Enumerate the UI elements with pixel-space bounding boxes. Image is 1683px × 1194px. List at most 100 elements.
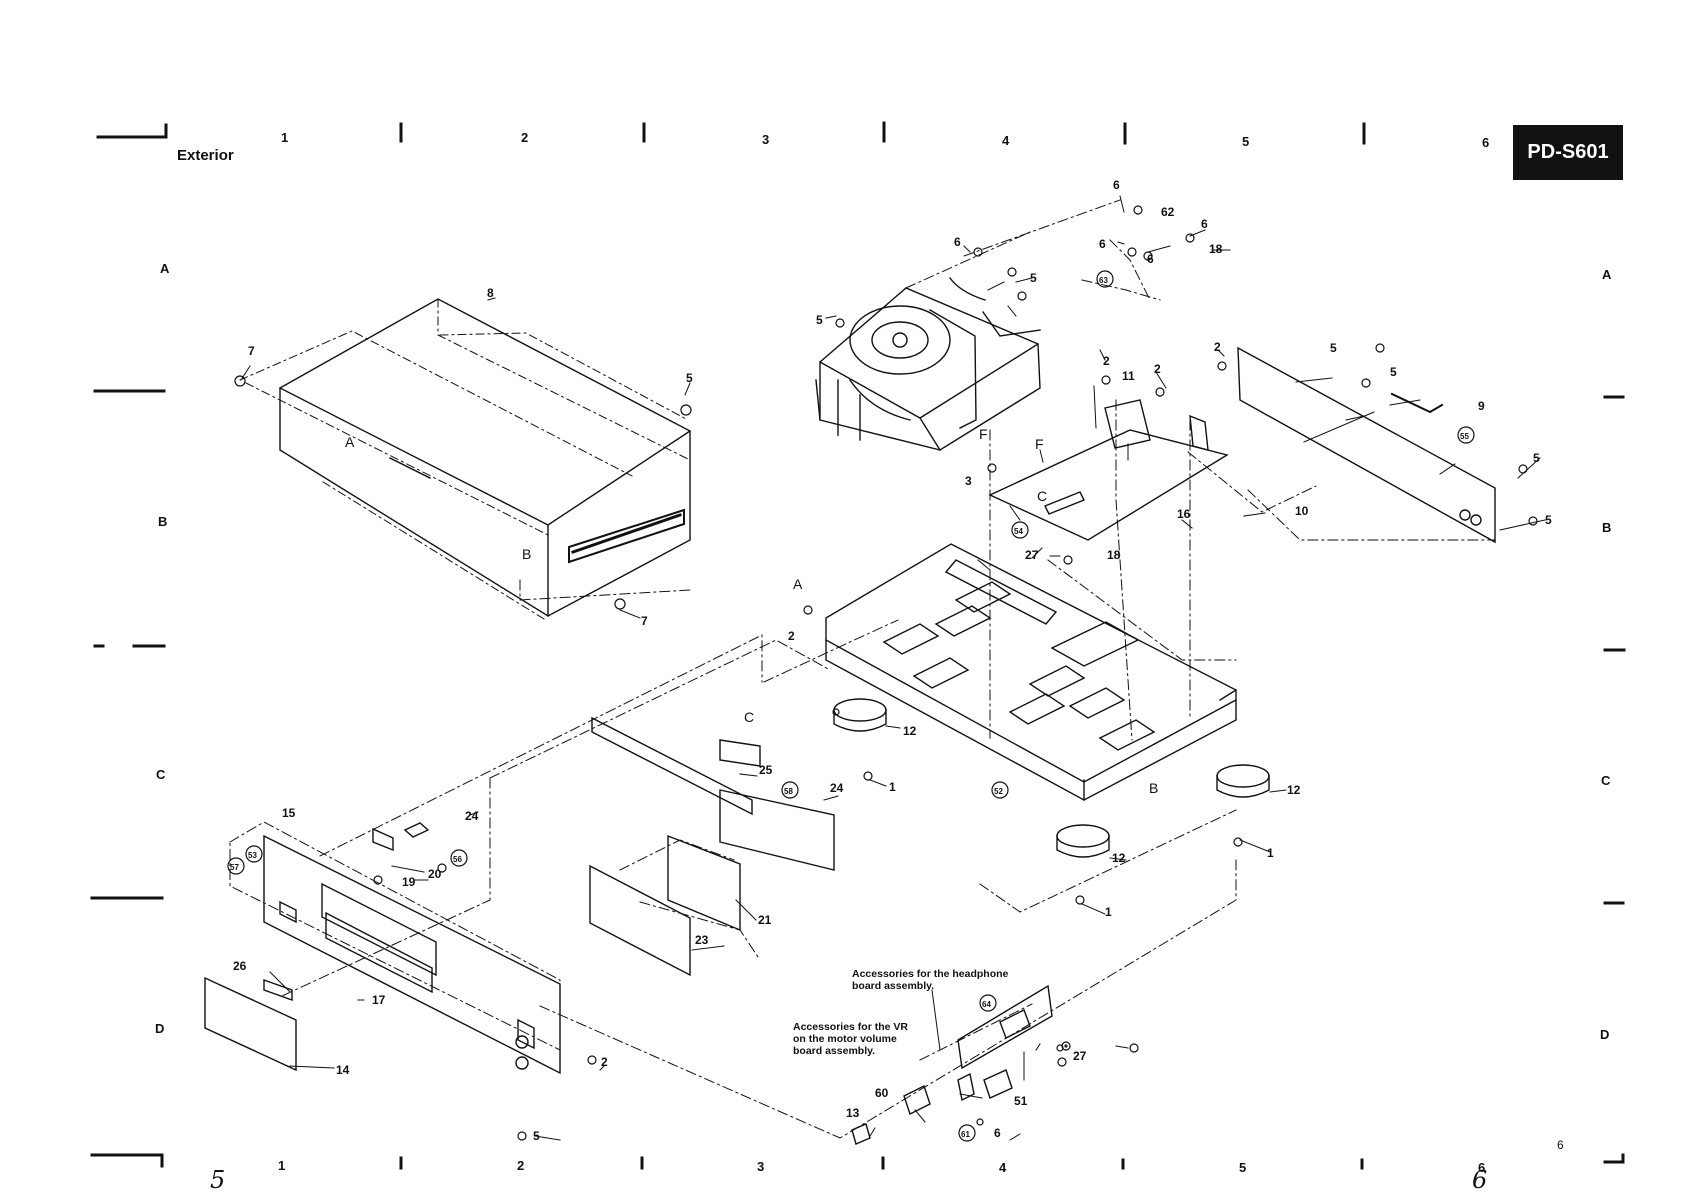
rear-panel bbox=[1237, 346, 1496, 544]
page-number-left: 5 bbox=[210, 1166, 226, 1194]
col-label-4: 4 bbox=[1002, 133, 1010, 148]
part-12-left: 12 bbox=[903, 724, 917, 738]
part-13: 13 bbox=[846, 1106, 860, 1120]
part-5-rear-bottom: 5 bbox=[1545, 513, 1552, 527]
part-2-board-left: 2 bbox=[1103, 354, 1110, 368]
row-label-right-a: A bbox=[1602, 267, 1612, 282]
col-label-6: 6 bbox=[1482, 135, 1490, 150]
disc-loader-mechanism bbox=[815, 277, 1041, 451]
col-label-bottom-4: 4 bbox=[999, 1160, 1007, 1175]
part-60: 60 bbox=[875, 1086, 889, 1100]
connector-a-cover: A bbox=[345, 434, 355, 450]
row-label-right-d: D bbox=[1600, 1027, 1610, 1042]
model-badge: PD-S601 bbox=[1513, 125, 1623, 180]
part-5-rear-right: 5 bbox=[1533, 451, 1540, 465]
note-vr-line3: board assembly. bbox=[793, 1045, 876, 1057]
note-vr-line2: on the motor volume bbox=[793, 1033, 897, 1045]
part-57: 57 bbox=[230, 863, 239, 872]
part-8: 8 bbox=[487, 286, 494, 300]
part-6-left: 6 bbox=[1099, 237, 1106, 251]
part-11: 11 bbox=[1122, 369, 1135, 383]
part-6-mid: 6 bbox=[1147, 252, 1154, 266]
col-label-bottom-5: 5 bbox=[1239, 1160, 1247, 1175]
row-label-right-b: B bbox=[1602, 520, 1612, 535]
part-23: 23 bbox=[695, 933, 709, 947]
part-2-chassis: 2 bbox=[788, 629, 795, 643]
part-7-bottom: 7 bbox=[641, 614, 648, 628]
control-boards bbox=[372, 716, 835, 977]
part-21: 21 bbox=[758, 913, 772, 927]
feet bbox=[833, 698, 1270, 858]
part-12-right: 12 bbox=[1287, 783, 1301, 797]
row-label-b: B bbox=[158, 514, 168, 529]
circled-part-markers bbox=[227, 270, 1475, 1142]
part-5-cover: 5 bbox=[686, 371, 693, 385]
connector-f-loader: F bbox=[979, 426, 988, 442]
note-headphone-accessories: Accessories for the headphone board asse… bbox=[852, 968, 1008, 992]
part-6-loader: 6 bbox=[954, 235, 961, 249]
part-54: 54 bbox=[1014, 527, 1023, 536]
registration-marks bbox=[90, 121, 1626, 1170]
connector-b-cover: B bbox=[522, 546, 531, 562]
part-6-headphone: 6 bbox=[994, 1126, 1001, 1140]
part-52: 52 bbox=[994, 787, 1003, 796]
part-1-left: 1 bbox=[889, 780, 896, 794]
col-label-5: 5 bbox=[1242, 134, 1250, 149]
part-number-labels: 8 7 5 7 6 62 6 6 6 18 6 5 5 2 11 2 2 5 5… bbox=[230, 178, 1552, 1143]
part-5-loader-right: 5 bbox=[1030, 271, 1037, 285]
col-label-3: 3 bbox=[762, 132, 770, 147]
headphone-vr-accessories bbox=[851, 984, 1053, 1145]
part-55: 55 bbox=[1460, 432, 1469, 441]
part-61: 61 bbox=[961, 1130, 970, 1139]
top-cover bbox=[279, 298, 691, 617]
page-number-right: 6 bbox=[1472, 1166, 1488, 1194]
part-18-top: 18 bbox=[1209, 242, 1223, 256]
part-6-right: 6 bbox=[1201, 217, 1208, 231]
power-board bbox=[988, 399, 1229, 541]
part-7-top: 7 bbox=[248, 344, 255, 358]
connector-a-chassis: A bbox=[793, 576, 803, 592]
part-12-mid: 12 bbox=[1112, 851, 1126, 865]
part-56: 56 bbox=[453, 855, 462, 864]
screws bbox=[234, 205, 1538, 1141]
part-3: 3 bbox=[965, 474, 972, 488]
col-label-bottom-1: 1 bbox=[278, 1158, 286, 1173]
part-27-chassis: 27 bbox=[1025, 548, 1039, 562]
col-label-2: 2 bbox=[521, 130, 529, 145]
col-label-bottom-6: 6 bbox=[1478, 1160, 1486, 1175]
leader-lines bbox=[240, 195, 1546, 1141]
row-label-right-c: C bbox=[1601, 773, 1611, 788]
part-5-loader-left: 5 bbox=[816, 313, 823, 327]
part-51: 51 bbox=[1014, 1094, 1028, 1108]
part-64: 64 bbox=[982, 1000, 991, 1009]
connector-f-board: F bbox=[1035, 436, 1044, 452]
part-14: 14 bbox=[336, 1063, 350, 1077]
note-headphone-line2: board assembly. bbox=[852, 980, 935, 992]
section-title: Exterior bbox=[177, 147, 234, 164]
col-label-bottom-3: 3 bbox=[757, 1159, 765, 1174]
part-2-front: 2 bbox=[601, 1055, 608, 1069]
part-58: 58 bbox=[784, 787, 793, 796]
col-label-1: 1 bbox=[281, 130, 289, 145]
col-label-bottom-2: 2 bbox=[517, 1158, 525, 1173]
part-5-rear-mid: 5 bbox=[1390, 365, 1397, 379]
connector-c-board: C bbox=[1037, 488, 1047, 504]
part-6-top: 6 bbox=[1113, 178, 1120, 192]
row-label-a: A bbox=[160, 261, 170, 276]
part-20: 20 bbox=[428, 867, 442, 881]
part-62: 62 bbox=[1161, 205, 1175, 219]
note-vr-line1: Accessories for the VR bbox=[793, 1021, 908, 1033]
part-1-right: 1 bbox=[1267, 846, 1274, 860]
part-19: 19 bbox=[402, 875, 416, 889]
top-cover-hidden-lines bbox=[239, 298, 691, 620]
part-26: 26 bbox=[233, 959, 247, 973]
part-27-headphone: 27 bbox=[1073, 1049, 1087, 1063]
footer-small-number: 6 bbox=[1557, 1138, 1564, 1152]
part-2-board-right: 2 bbox=[1214, 340, 1221, 354]
part-18-chassis: 18 bbox=[1107, 548, 1121, 562]
part-1-mid: 1 bbox=[1105, 905, 1112, 919]
row-label-d: D bbox=[155, 1021, 165, 1036]
connector-b-chassis: B bbox=[1149, 780, 1158, 796]
part-2-board-mid: 2 bbox=[1154, 362, 1161, 376]
